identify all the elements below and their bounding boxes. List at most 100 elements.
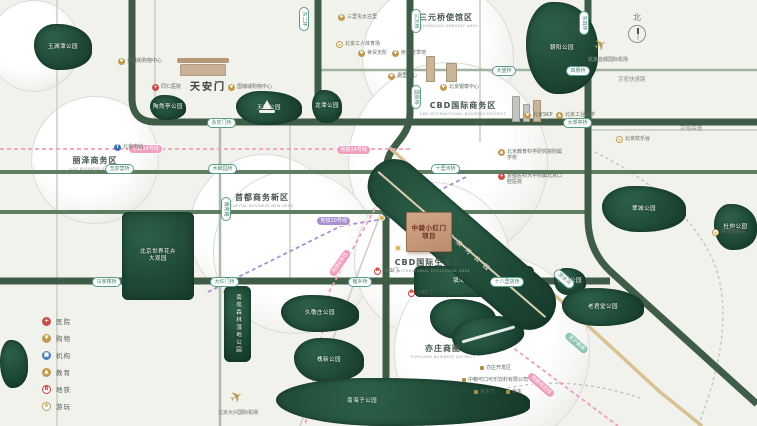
shopping-icon: ¥ <box>440 84 447 91</box>
bullet-icon <box>462 378 466 382</box>
compass-north-label: 北 <box>633 13 641 22</box>
shopping-icon: ¥ <box>118 58 125 65</box>
park: 槐新公园 <box>294 338 364 382</box>
gate-roof <box>177 58 229 63</box>
park-label: 朝阳公园 <box>549 44 574 51</box>
park-label: 南苑森林湿地公园 <box>234 294 241 354</box>
road-name-pill: 玉泉营桥 <box>105 164 135 174</box>
train-icon: T <box>114 144 121 151</box>
tower <box>512 96 520 122</box>
park-label: 槐新公园 <box>316 356 341 363</box>
park-label: 南海子公园 <box>347 398 378 405</box>
map-text-label: 北京首都国际机场 <box>588 57 629 63</box>
park <box>0 340 28 388</box>
road-name-pill: 国贸桥 <box>411 84 422 110</box>
district-name: CBD国际生态区 <box>394 258 462 267</box>
road-name-pill: 木樨园桥 <box>208 164 238 174</box>
poi-label: 北京欢乐谷 <box>625 136 651 142</box>
project-name-line2: 项目 <box>422 232 436 240</box>
poi-bullet: 京东方 <box>474 389 495 395</box>
road-name-pill: 大郊亭桥 <box>563 118 593 128</box>
poi-bullet: 京东 <box>506 389 522 395</box>
compass: 北 <box>626 12 648 43</box>
poi-leisure: ★北京工人体育场 <box>336 41 380 48</box>
legend-label: 游玩 <box>56 403 71 411</box>
district-label: 首都商务新区 CAPITAL BUSINESS NEW AREA <box>231 192 294 208</box>
poi-label: 北京SKP <box>533 112 553 118</box>
map-text-label: 北京大兴国际机场 <box>218 410 259 416</box>
bullet-icon <box>506 390 510 394</box>
district-name-en: SANYUANQIAO EMBASSY AREA <box>414 24 478 28</box>
park: 龙潭公园 <box>312 90 342 123</box>
district-name: 三元桥使馆区 <box>418 13 473 22</box>
road-name-pill: 南苑路 <box>221 196 232 222</box>
poi-label: 世贸天阶 <box>367 50 388 56</box>
poi-label: 三里屯太古里 <box>347 14 378 20</box>
legend-label: 教育 <box>56 369 71 377</box>
shopping-icon: ¥ <box>524 112 531 119</box>
temple-cone <box>262 100 272 109</box>
metro-line-pill: 地铁14号线 <box>336 145 372 155</box>
poi-label: 小红门 <box>417 290 433 296</box>
poi-label: 同仁医院 <box>161 84 182 90</box>
poi-label: 北京教育科学研究院附属学校 <box>507 149 563 162</box>
poi-label: 亦庄开发区 <box>486 365 512 371</box>
map-text-label: 京哈高速 <box>680 126 703 132</box>
road-name-pill: 东二环 <box>299 6 310 32</box>
district-circle <box>31 96 159 224</box>
road-name-pill: 大红门桥 <box>210 277 240 287</box>
poi-hospital: +首都医科大学附属北京口腔医院 <box>498 173 565 186</box>
legend-label: 医院 <box>56 318 71 326</box>
metro-line-yizhuang <box>491 331 619 426</box>
compass-circle-icon <box>628 25 646 43</box>
poi-leisure: ★北京欢乐谷 <box>616 136 650 143</box>
metro-station-icon <box>379 215 385 221</box>
park: 北京世界花卉 大观园 <box>122 212 194 300</box>
gate-body <box>180 64 226 76</box>
compass-needle <box>637 28 639 40</box>
shopping-icon: ¥ <box>42 333 51 343</box>
poi-label: 中粮可口可乐饮料有限公司 <box>468 377 529 383</box>
road-2nd-ring-west <box>128 0 757 126</box>
boundary-dashed-line <box>419 382 641 426</box>
poi-label: 金融街购物中心 <box>127 58 163 64</box>
metro-line-pill: 地铁10号线 <box>316 216 352 226</box>
road-name-pill: 东四环 <box>579 10 590 36</box>
district-name: 首都商务新区 <box>235 193 289 202</box>
poi-shopping: ¥北京银泰中心 <box>440 84 479 91</box>
expressway-jinghu <box>388 146 704 426</box>
daxing-airport-label: 北京大兴国际机场 <box>218 410 259 416</box>
park-label: 北京世界花卉 大观园 <box>139 249 176 262</box>
capital-airport-label: 北京首都国际机场 <box>588 57 629 63</box>
hospital-icon: + <box>42 316 51 326</box>
poi-shopping: ¥金融街购物中心 <box>118 58 162 65</box>
district-name-en: CAPITAL BUSINESS NEW AREA <box>230 204 294 208</box>
bullet-icon <box>480 366 484 370</box>
metro-red-icon: B <box>42 384 51 394</box>
park-label: 玉渊潭公园 <box>47 43 78 50</box>
road-name-pill: 马家楼桥 <box>92 277 122 287</box>
district-label: 三元桥使馆区 SANYUANQIAO EMBASSY AREA <box>414 12 478 28</box>
park: 杜仲公园 <box>714 204 757 250</box>
poi-label: 北京工业大学 <box>565 112 596 118</box>
district-name-en: YIZHUANG BUSINESS DISTRICT <box>410 355 476 359</box>
park-label: 龙潭公园 <box>314 103 339 110</box>
district-name: CBD国际商务区 <box>429 101 497 110</box>
road-name-pill: 十里河桥 <box>431 164 461 174</box>
park: 南海子公园 <box>276 378 530 426</box>
legend-item-购物: ¥购物 <box>42 333 71 343</box>
map-text-label: 天安门 <box>190 82 226 93</box>
legend-item-游玩: ★游玩 <box>42 401 71 411</box>
tower <box>446 63 457 82</box>
temple-base <box>259 110 275 113</box>
legend-label: 机构 <box>56 352 71 360</box>
leisure-icon: ★ <box>712 229 719 236</box>
park-label: 老君堂公园 <box>587 303 618 310</box>
